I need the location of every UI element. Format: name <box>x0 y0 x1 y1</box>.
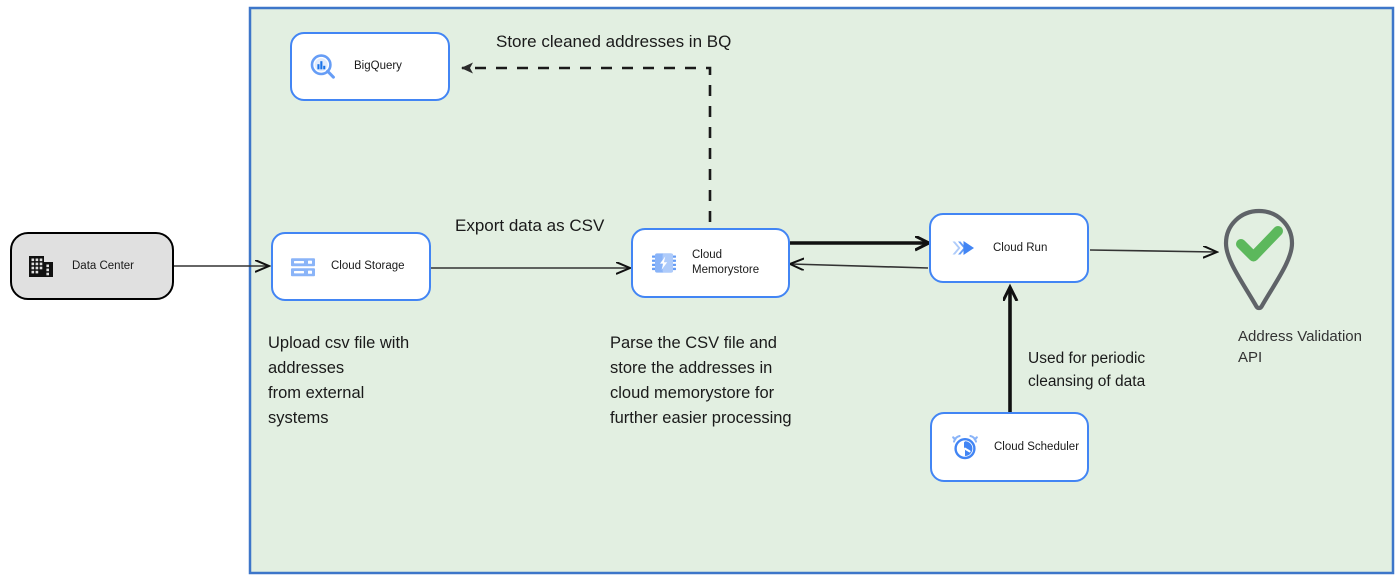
edge-cloudrun-to-address-api <box>1089 250 1216 252</box>
data-center-icon <box>26 251 56 281</box>
cloud-memorystore-icon <box>649 248 679 278</box>
edge-label-store-cleaned-addresses: Store cleaned addresses in BQ <box>496 32 732 51</box>
node-cloud-run-label: Cloud Run <box>993 241 1048 254</box>
node-cloud-storage-label: Cloud Storage <box>331 260 405 273</box>
address-validation-api-caption: Address Validation API <box>1238 328 1362 366</box>
map-pin-check-icon <box>1223 208 1295 311</box>
annotation-parse-note: Parse the CSV file and store the address… <box>610 334 792 428</box>
cloud-storage-icon <box>289 253 317 281</box>
annotation-upload-note: Upload csv file with addresses from exte… <box>268 334 410 428</box>
bigquery-icon <box>308 52 338 82</box>
cloud-run-icon <box>947 232 979 264</box>
node-cloud-scheduler[interactable]: Cloud Scheduler <box>930 412 1089 482</box>
edge-cloudrun-to-bigquery <box>461 62 712 222</box>
edge-cloudrun-to-memorystore <box>791 264 929 268</box>
node-bigquery-label: BigQuery <box>354 60 402 73</box>
cloud-scheduler-icon <box>950 432 980 462</box>
node-cloud-memorystore[interactable]: Cloud Memorystore <box>631 228 790 298</box>
node-cloud-scheduler-label: Cloud Scheduler <box>994 440 1080 453</box>
node-cloud-memorystore-label: Cloud Memorystore <box>692 249 760 276</box>
annotation-scheduler-note: Used for periodic cleansing of data <box>1028 350 1146 391</box>
node-cloud-run[interactable]: Cloud Run <box>929 213 1089 283</box>
node-cloud-storage[interactable]: Cloud Storage <box>271 232 431 301</box>
node-address-validation-api[interactable] <box>1218 207 1300 313</box>
node-data-center[interactable]: Data Center <box>10 232 174 300</box>
node-data-center-label: Data Center <box>72 259 135 272</box>
node-bigquery[interactable]: BigQuery <box>290 32 450 101</box>
edge-label-export-data-as-csv: Export data as CSV <box>455 216 605 235</box>
